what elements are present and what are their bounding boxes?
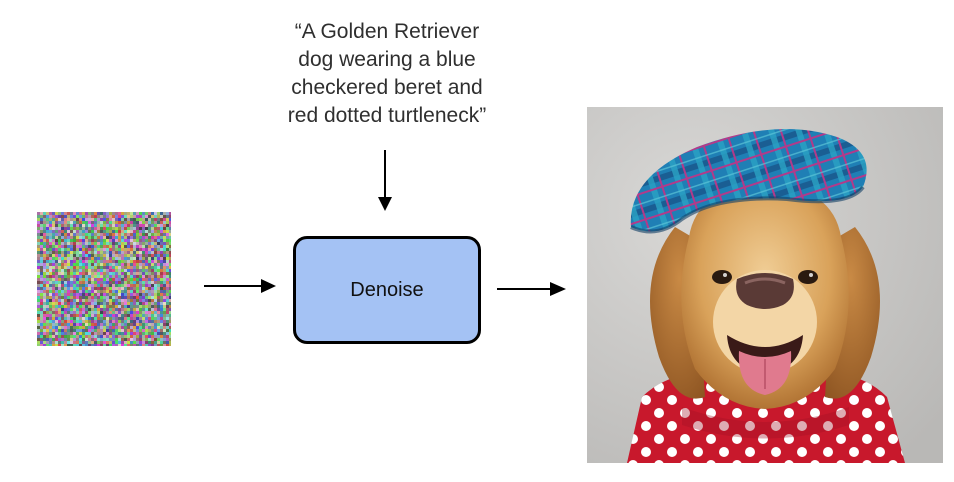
prompt-line-1: “A Golden Retriever xyxy=(294,20,480,43)
prompt-down-arrow xyxy=(378,150,392,211)
prompt-line-3: checkered beret and xyxy=(291,76,483,99)
text-prompt: “A Golden Retriever dog wearing a blue c… xyxy=(254,18,520,130)
denoise-block: Denoise xyxy=(293,236,481,344)
noise-input-image xyxy=(37,212,171,346)
output-right-arrow xyxy=(497,282,566,296)
input-right-arrow xyxy=(204,279,276,293)
prompt-line-2: dog wearing a blue xyxy=(298,48,476,71)
generated-dog-image xyxy=(587,107,943,463)
prompt-line-4: red dotted turtleneck” xyxy=(287,104,487,127)
denoise-label: Denoise xyxy=(350,278,424,301)
